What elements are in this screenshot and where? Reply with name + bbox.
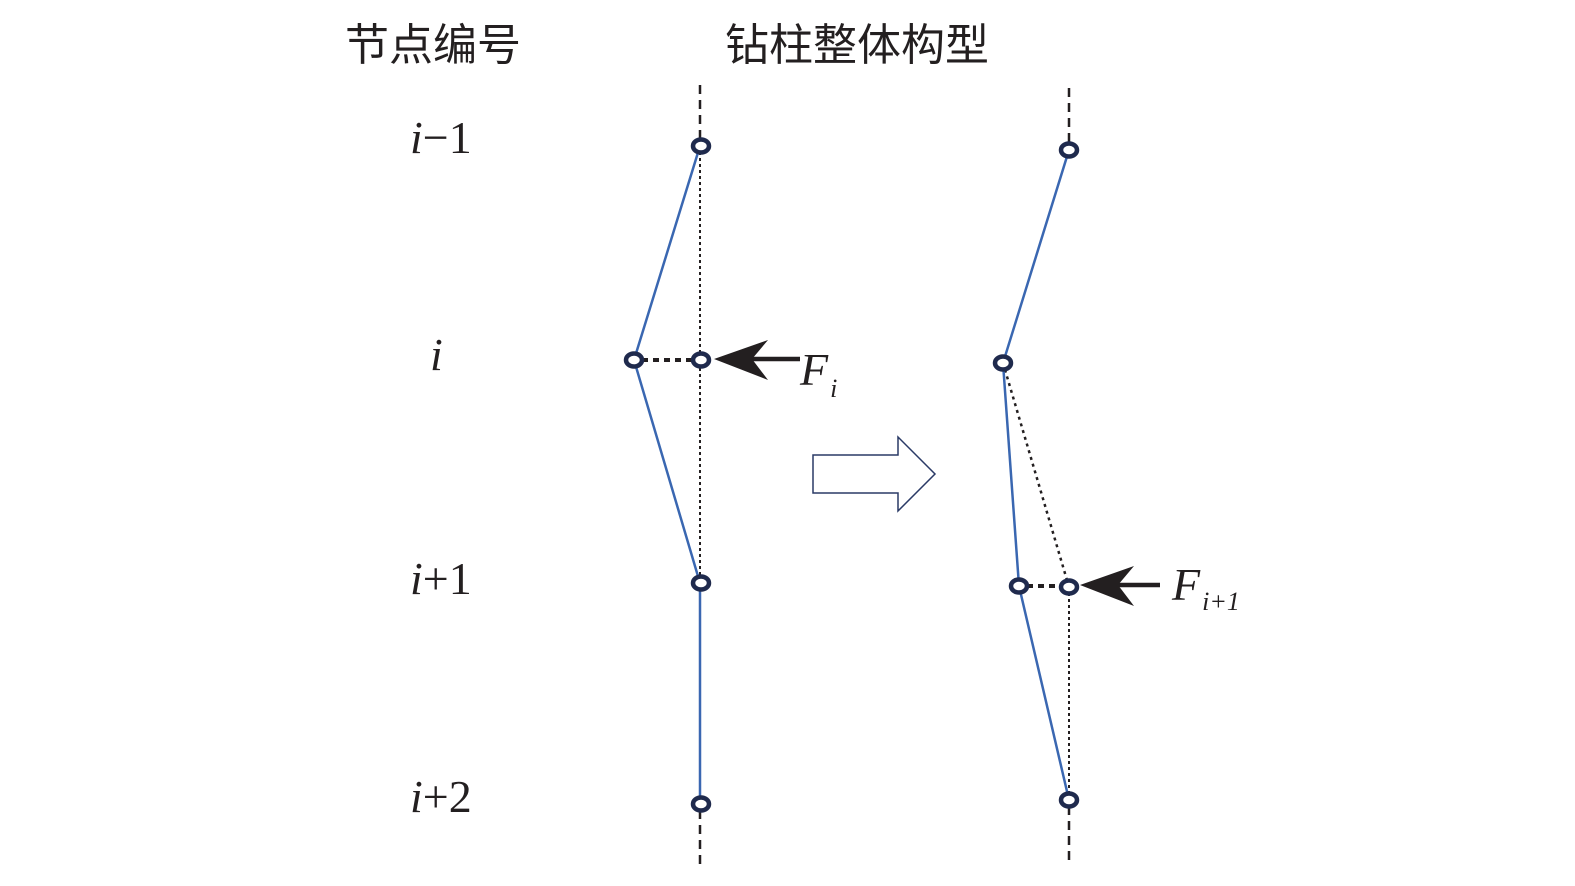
initial-configuration: Fi (623, 85, 837, 866)
force-label-fi-plus-1: Fi+1 (1171, 559, 1240, 616)
node-circle (623, 351, 645, 369)
title-node-numbering: 节点编号 (345, 20, 521, 71)
node-label-i-minus-1: i−1 (410, 112, 472, 163)
node-circle (690, 351, 712, 369)
force-arrow-icon (1080, 566, 1160, 606)
title-drillstring-configuration: 钻柱整体构型 (725, 20, 989, 71)
node-circle (690, 574, 712, 592)
node-circle (1058, 141, 1080, 159)
node-circle (690, 795, 712, 813)
node-circle (1008, 577, 1030, 595)
node-circle (992, 354, 1014, 372)
beam-line (1001, 149, 1071, 801)
node-circle (1058, 578, 1080, 596)
force-label-fi: Fi (799, 344, 837, 403)
force-arrow-icon (714, 340, 800, 380)
node-label-i: i (430, 329, 443, 380)
node-label-i-plus-2: i+2 (410, 771, 472, 822)
node-circle (1058, 791, 1080, 809)
transition-arrow-icon (812, 435, 937, 513)
node-circle (690, 137, 712, 155)
deformed-configuration: Fi+1 (992, 88, 1240, 862)
node-label-i-plus-1: i+1 (410, 553, 472, 604)
reference-dotted (1001, 362, 1071, 588)
beam-line (632, 145, 702, 804)
